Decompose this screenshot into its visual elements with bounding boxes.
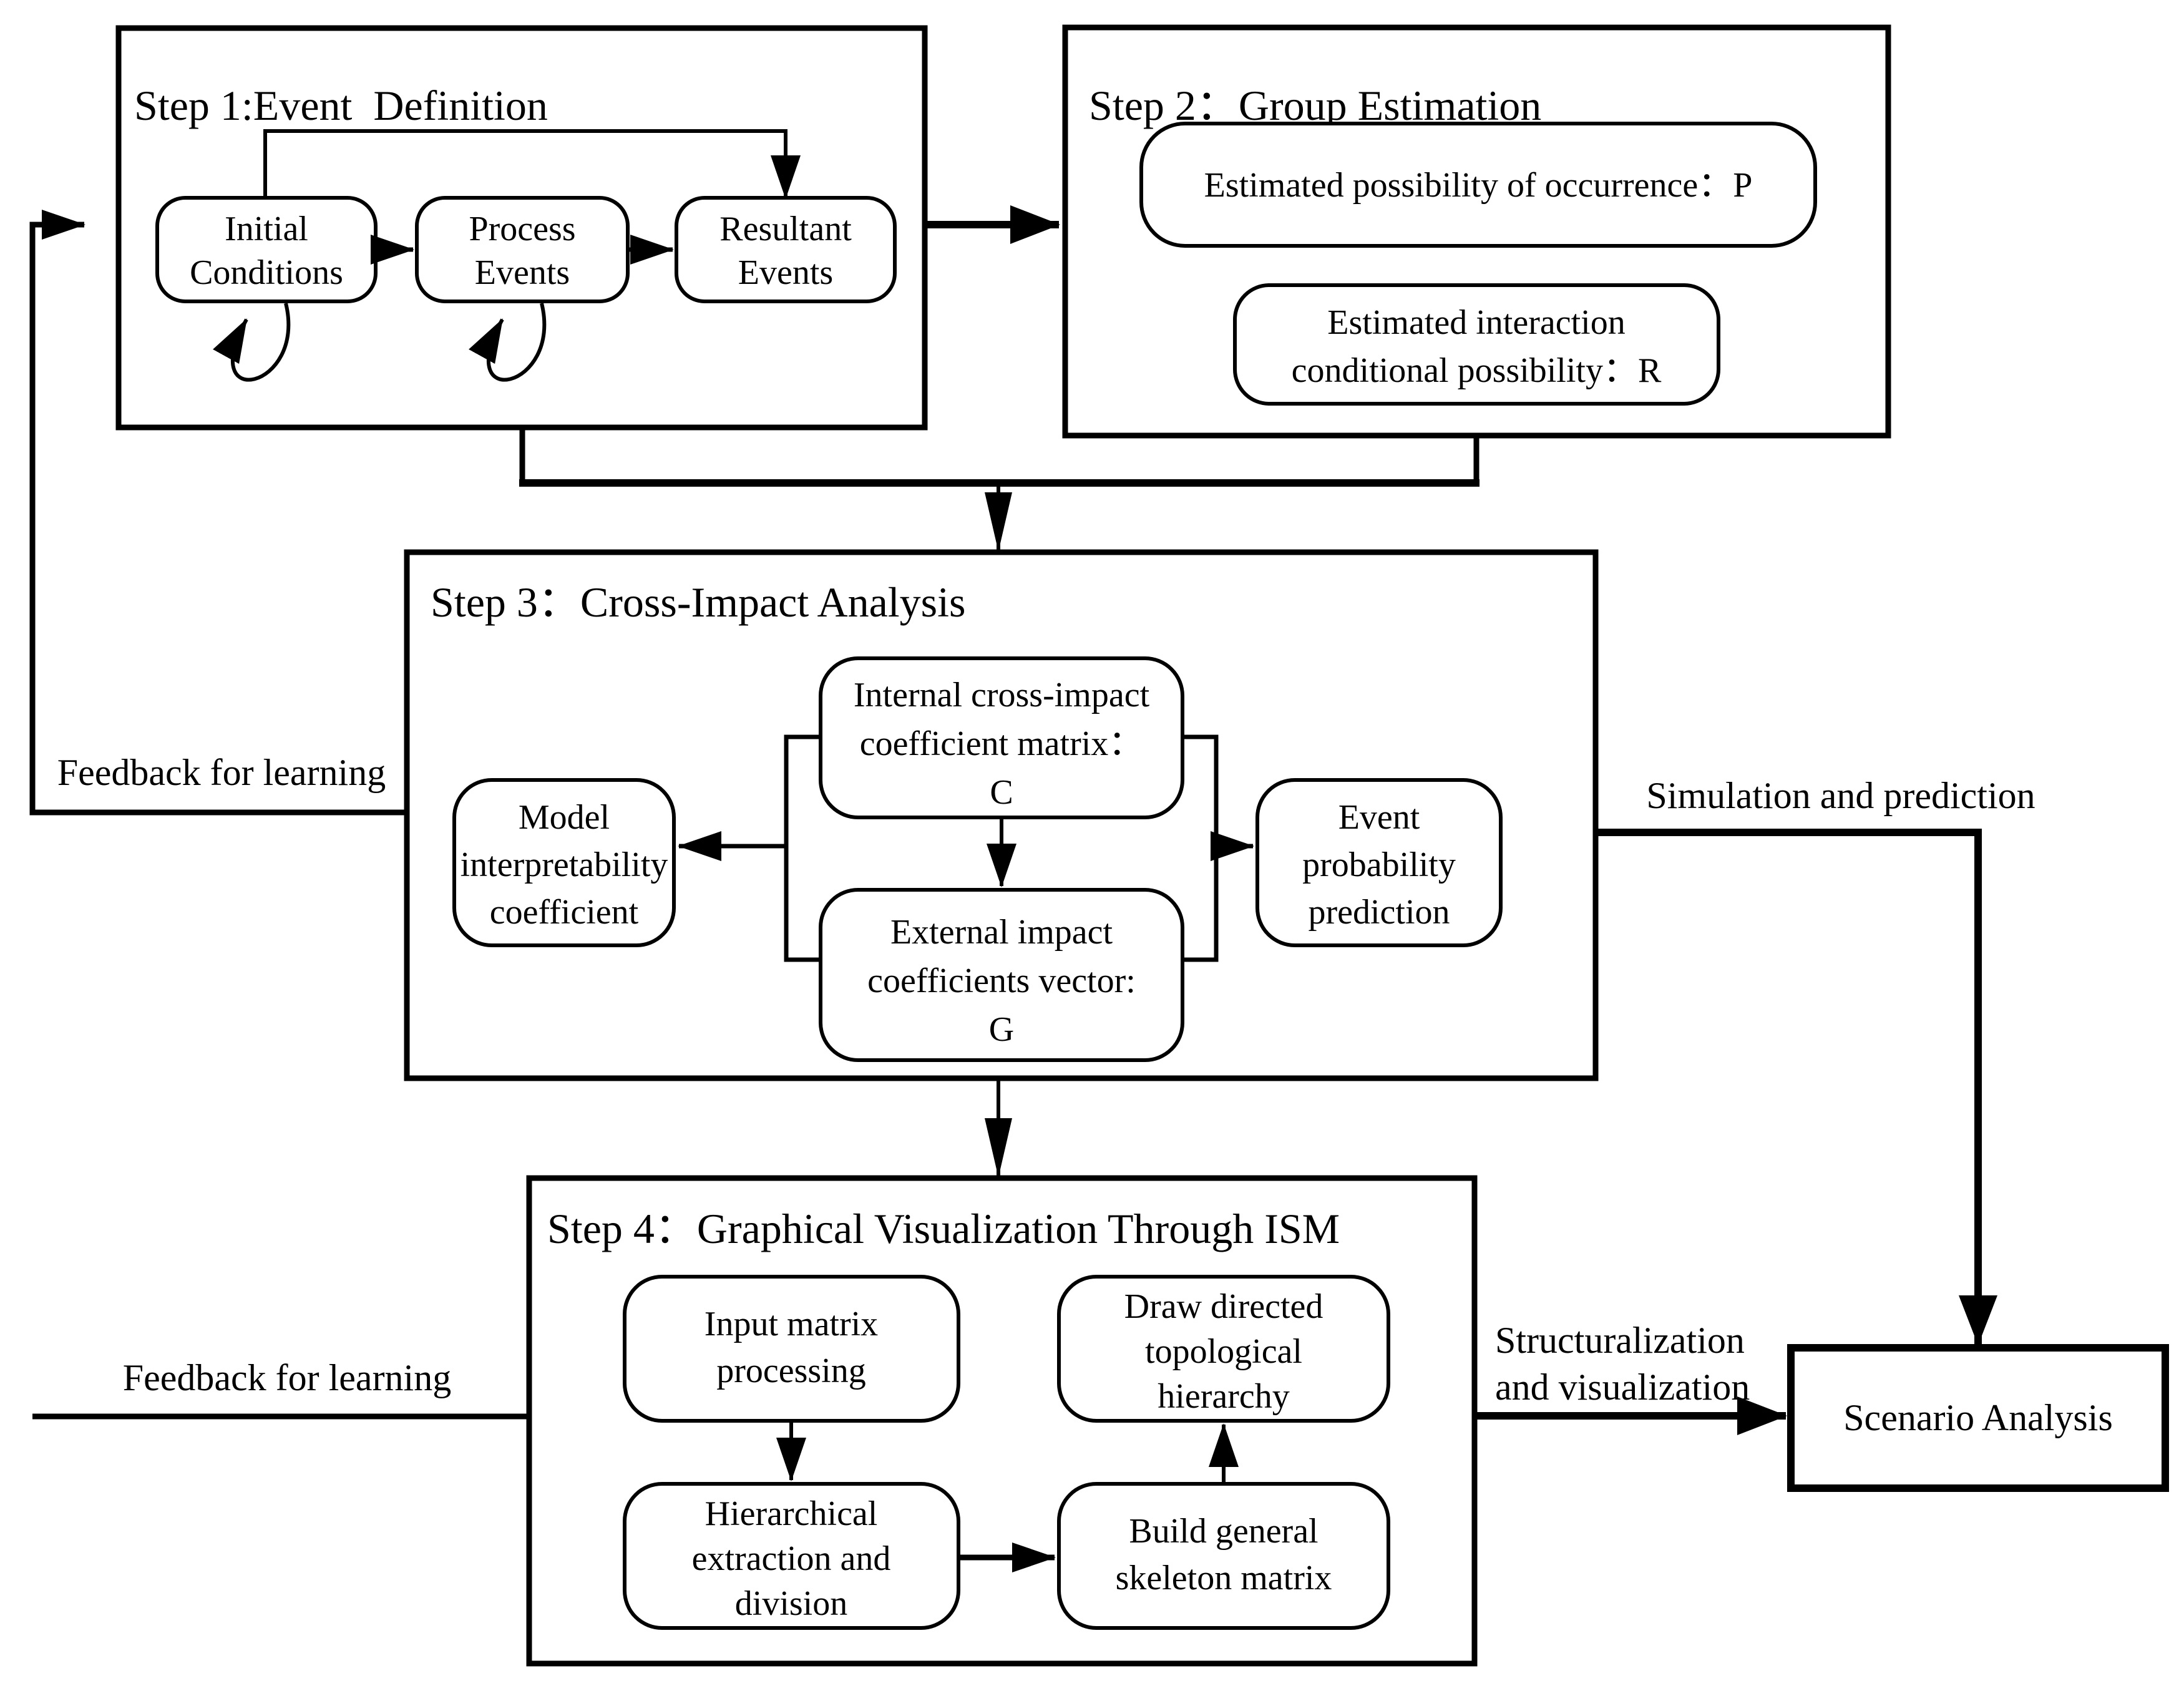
bracket-right <box>1182 734 1219 962</box>
bracket-left <box>784 734 821 962</box>
node-input-line2: processing <box>716 1352 866 1390</box>
node-hier-line1: Hierarchical <box>705 1494 878 1533</box>
node-estimated-interaction-line1: Estimated interaction <box>1327 303 1625 342</box>
feedback-bottom-label: Feedback for learning <box>123 1357 451 1398</box>
scenario-analysis-title: Scenario Analysis <box>1843 1397 2113 1438</box>
node-resultant-events-line2: Events <box>738 253 833 292</box>
structuralization-label-line1: Structuralization <box>1495 1320 1745 1361</box>
feedback-line-step3-to-step1 <box>29 210 407 816</box>
node-draw-line2: topological <box>1145 1332 1302 1371</box>
scenario-analysis-box <box>1787 1344 2169 1492</box>
node-hier-line2: extraction and <box>692 1539 891 1578</box>
node-external-line3: G <box>989 1010 1014 1049</box>
node-draw-line3: hierarchy <box>1158 1377 1289 1416</box>
node-external-line1: External impact <box>890 913 1113 952</box>
node-estimated-possibility <box>1139 122 1817 248</box>
node-input-line1: Input matrix <box>704 1305 878 1343</box>
feedback-top-label: Feedback for learning <box>57 752 386 793</box>
node-hier-line3: division <box>735 1584 847 1623</box>
node-initial-conditions-line2: Conditions <box>190 253 343 292</box>
node-internal-line2: coefficient matrix： <box>860 724 1144 763</box>
step4-container <box>526 1175 1478 1667</box>
node-event-line2: probability <box>1302 845 1456 884</box>
arrow-initial-to-resultant-bypass <box>263 129 801 199</box>
step1-title: Step 1:Event Definition <box>134 82 548 129</box>
step2-title: Step 2：Group Estimation <box>1089 82 1541 129</box>
node-build-line1: Build general <box>1129 1512 1318 1551</box>
step4-title: Step 4：Graphical Visualization Through I… <box>547 1205 1340 1252</box>
node-model-line3: coefficient <box>490 893 639 932</box>
node-internal-line1: Internal cross-impact <box>854 676 1150 714</box>
step3-container <box>404 549 1599 1081</box>
node-process-events-line2: Events <box>475 253 570 292</box>
node-event-probability <box>1255 778 1503 947</box>
node-estimated-interaction-line2: conditional possibility：R <box>1292 351 1662 390</box>
node-model-line1: Model <box>519 798 610 837</box>
node-event-line3: prediction <box>1308 893 1450 932</box>
node-estimated-interaction <box>1233 283 1720 406</box>
self-loop-initial-conditions <box>213 303 291 382</box>
node-build-line2: skeleton matrix <box>1116 1559 1332 1597</box>
node-event-line1: Event <box>1338 798 1420 837</box>
node-model-line2: interpretability <box>461 845 668 884</box>
node-initial-conditions-line1: Initial <box>225 210 308 248</box>
node-resultant-events <box>675 196 897 303</box>
simulation-label: Simulation and prediction <box>1646 775 2035 816</box>
node-internal-line3: C <box>990 773 1013 812</box>
node-build-skeleton <box>1057 1482 1390 1630</box>
node-external-impact <box>819 888 1184 1062</box>
node-resultant-events-line1: Resultant <box>719 210 852 248</box>
self-loop-process-events <box>469 303 547 382</box>
step3-title: Step 3：Cross-Impact Analysis <box>431 578 966 626</box>
node-model-interpretability <box>452 778 676 947</box>
structuralization-label-line2: and visualization <box>1495 1367 1750 1408</box>
arrow-step3-to-scenario <box>1596 829 1997 1345</box>
node-external-line2: coefficients vector: <box>867 962 1136 1000</box>
node-input-matrix <box>623 1275 960 1423</box>
node-draw-directed <box>1057 1275 1390 1423</box>
node-process-events-line1: Process <box>469 210 575 248</box>
node-draw-line1: Draw directed <box>1124 1287 1324 1326</box>
node-estimated-possibility-line1: Estimated possibility of occurrence：P <box>1204 166 1753 205</box>
